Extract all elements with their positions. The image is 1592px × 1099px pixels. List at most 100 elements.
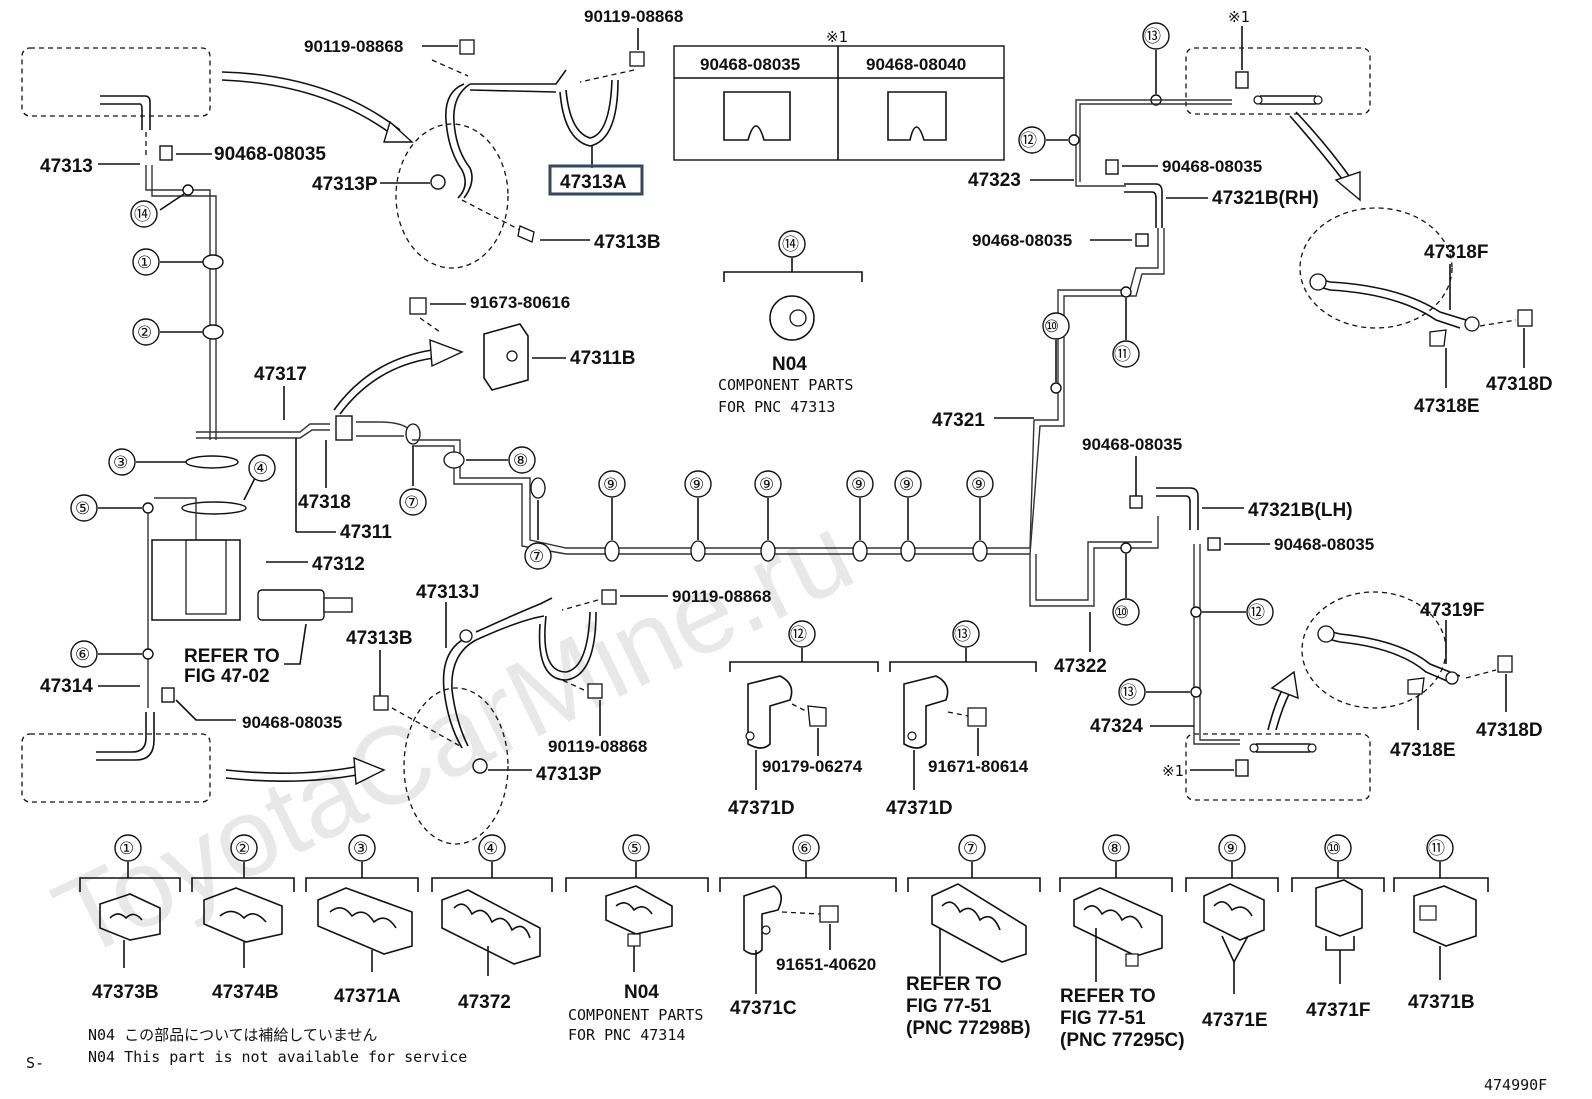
highlight-47313A[interactable]: [548, 164, 644, 196]
svg-text:④: ④: [483, 839, 498, 858]
label-47321: 47321: [932, 410, 985, 431]
label-47318E-bot: 47318E: [1390, 740, 1456, 761]
clip-icon: [161, 687, 175, 703]
callout-2: [132, 318, 160, 346]
hose-47313A: [565, 79, 613, 139]
note-mark-bottom: ※1: [1162, 762, 1184, 780]
clip-icon: [1135, 233, 1149, 247]
label-47318F: 47318F: [1424, 242, 1488, 263]
svg-text:③: ③: [353, 839, 368, 858]
svg-text:⑨: ⑨: [689, 475, 704, 494]
part-8-sub1: REFER TO: [1060, 986, 1156, 1007]
refer-fig-1: REFER TO: [184, 646, 280, 667]
rear-right-box-top: [1185, 47, 1371, 115]
bolt-icon: [1497, 655, 1513, 673]
svg-text:④: ④: [253, 459, 268, 478]
callout-13: [1142, 22, 1170, 50]
callout-14: [130, 200, 158, 228]
svg-text:⑨: ⑨: [603, 475, 618, 494]
label-91673: 91673-80616: [470, 293, 570, 312]
bottom-part-8: ⑧ REFER TO FIG 77-51 (PNC 77295C): [1059, 834, 1185, 1051]
label-47323: 47323: [968, 170, 1021, 191]
part-8-sub3: (PNC 77295C): [1060, 1030, 1185, 1051]
part-11-pn: 47371B: [1408, 992, 1475, 1013]
label-47313A: 47313A: [560, 172, 627, 193]
svg-text:⑨: ⑨: [971, 475, 986, 494]
detail-circle-top-right: [1299, 207, 1453, 329]
callout-14: [778, 230, 806, 258]
callout-12: [1018, 126, 1046, 154]
part-7-sub3: (PNC 77298B): [906, 1018, 1031, 1039]
label-90119-c: 90119-08868: [672, 587, 771, 606]
arrow-47311B: [333, 349, 433, 411]
detail-circle-bottom-left: [403, 687, 509, 845]
svg-text:⑬: ⑬: [1144, 27, 1161, 46]
refer-fig-2: FIG 47-02: [184, 666, 270, 687]
clip-icon: [1105, 159, 1119, 175]
figure-code: 474990F: [1484, 1076, 1547, 1094]
svg-text:⑧: ⑧: [513, 451, 528, 470]
part-5-sub2: FOR PNC 47314: [568, 1026, 685, 1044]
arrow-rear-left: [225, 765, 361, 774]
label-47314: 47314: [40, 676, 93, 697]
svg-text:⑭: ⑭: [134, 205, 151, 224]
arrow-front-left: [221, 71, 401, 131]
table-col2: 90468-08040: [866, 55, 966, 74]
label-47324: 47324: [1090, 716, 1143, 737]
part-3-pn: 47371A: [334, 986, 401, 1007]
part-7-sub2: FIG 77-51: [906, 996, 992, 1017]
part-8-sub2: FIG 77-51: [1060, 1008, 1146, 1029]
svg-text:⑩: ⑩: [1114, 603, 1129, 622]
svg-text:⑩: ⑩: [1326, 839, 1341, 858]
bottom-part-10: ⑩ 47371F: [1291, 834, 1385, 1021]
bolt-icon: [373, 695, 389, 711]
arrow-rear-right-top: [1289, 115, 1347, 185]
callout-11: [1112, 340, 1140, 368]
clip-icon: [1207, 537, 1221, 551]
pipe-47313: [145, 165, 211, 440]
callout-10: [1042, 312, 1070, 340]
hose-lower-arc: [544, 611, 591, 673]
bolt-icon: [409, 297, 427, 315]
clip-icon: [1235, 71, 1249, 89]
bolt-icon: [601, 589, 617, 605]
label-47318D-top: 47318D: [1486, 374, 1553, 395]
svg-text:⑨: ⑨: [851, 475, 866, 494]
svg-text:⑭: ⑭: [782, 235, 799, 254]
svg-text:③: ③: [113, 453, 128, 472]
svg-text:⑪: ⑪: [1428, 839, 1445, 858]
label-90119-a: 90119-08868: [304, 37, 403, 56]
pipe-47317: [196, 423, 330, 433]
part-4-pn: 47372: [458, 992, 511, 1013]
corner-mark: S-: [26, 1054, 44, 1072]
component-a2: FOR PNC 47313: [718, 398, 835, 416]
clip-9-group: ⑨ ⑨ ⑨ ⑨ ⑨ ⑨: [598, 470, 994, 562]
hose-47321B-lh: [1156, 487, 1199, 530]
booster-valve: [257, 589, 325, 621]
note-en: N04 This part is not available for servi…: [88, 1048, 467, 1066]
bottom-part-3: ③ 47371A: [305, 834, 419, 1007]
svg-text:②: ②: [137, 323, 152, 342]
part-7-sub1: REFER TO: [906, 974, 1002, 995]
label-90119-b: 90119-08868: [584, 7, 683, 26]
detail-circle-top-left: [395, 123, 509, 269]
label-47318: 47318: [298, 492, 351, 513]
label-47313P-bot: 47313P: [536, 764, 602, 785]
callout-6: [70, 640, 98, 668]
bolt-icon: [1517, 309, 1533, 327]
part-5-pn: N04: [624, 982, 659, 1003]
bottom-part-2: ② 47374B: [191, 834, 295, 1003]
svg-text:⑤: ⑤: [627, 839, 642, 858]
label-91671: 91671-80614: [928, 757, 1029, 776]
part-10-pn: 47371F: [1306, 1000, 1370, 1021]
callout-8: [508, 446, 536, 474]
label-90468-d: 90468-08035: [972, 231, 1072, 250]
hose-47319F: [1323, 629, 1461, 677]
label-90119-d: 90119-08868: [548, 737, 647, 756]
bracket-47371D-a: [747, 675, 793, 749]
clip-icon: [159, 145, 173, 161]
label-47312: 47312: [312, 554, 365, 575]
master-cylinder: [151, 539, 241, 621]
svg-text:⑨: ⑨: [899, 475, 914, 494]
callout-3: [108, 448, 136, 476]
